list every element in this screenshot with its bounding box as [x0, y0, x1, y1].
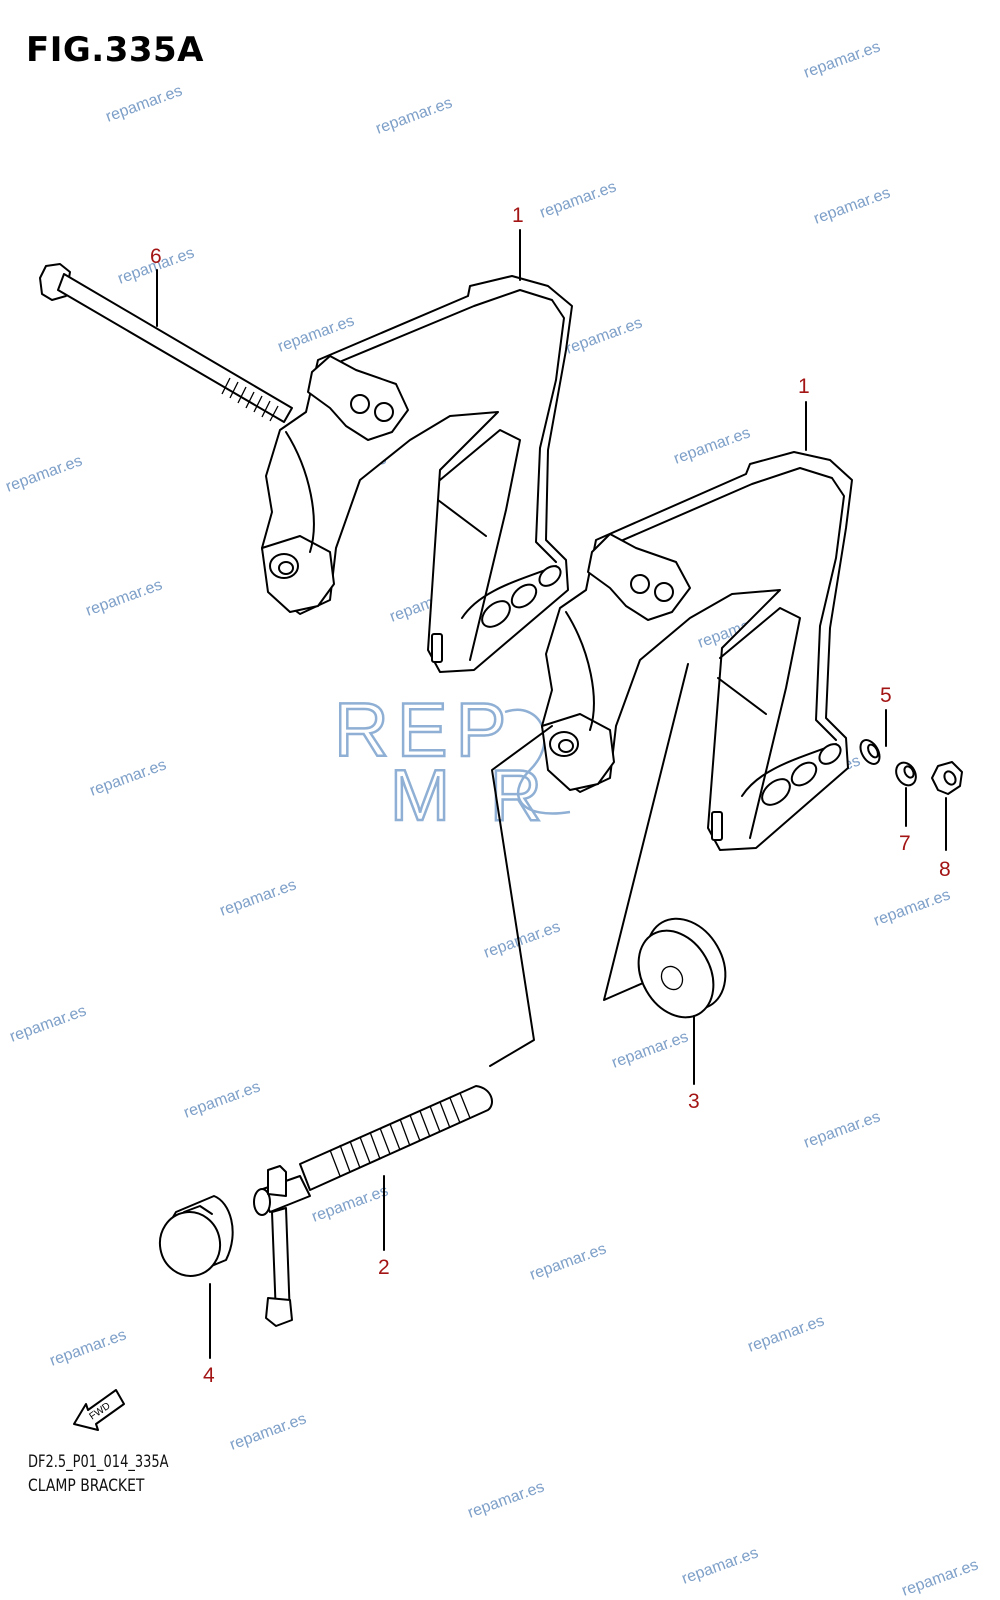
watermark-text: repamar.es	[528, 1240, 609, 1283]
watermark-text: repamar.es	[48, 1326, 129, 1369]
part-1-clamp-bracket-left	[261, 275, 573, 673]
watermark-text: repamar.es	[218, 876, 299, 919]
repamar-logo: REP M R	[333, 687, 571, 837]
part-8-nut	[931, 761, 963, 795]
part-3-pad	[637, 917, 727, 1019]
callout-1-left: 1	[512, 204, 524, 227]
part-5-washer	[859, 739, 881, 765]
callout-1-right: 1	[798, 375, 810, 398]
callout-2: 2	[378, 1256, 390, 1279]
watermark-text: repamar.es	[746, 1312, 827, 1355]
watermark-text: repamar.es	[88, 756, 169, 799]
logo-line-bottom: M R	[390, 756, 552, 836]
watermark-text: repamar.es	[802, 1108, 883, 1151]
figure-title: FIG.335A	[26, 30, 204, 70]
watermark-text: repamar.es	[4, 452, 85, 495]
callout-3: 3	[688, 1090, 700, 1113]
callout-labels: 1 1 2 3 4 5 6 7 8	[150, 204, 951, 1387]
watermark-text: repamar.es	[466, 1478, 547, 1521]
watermark-text: repamar.es	[564, 314, 645, 357]
watermark-text: repamar.es	[228, 1410, 309, 1453]
logo-line-top: REP	[334, 688, 514, 773]
leader-lines	[156, 229, 947, 1359]
watermark-text: repamar.es	[812, 184, 893, 227]
callout-7: 7	[899, 832, 911, 855]
watermark-text: repamar.es	[482, 918, 563, 961]
watermark-text: repamar.es	[680, 1544, 761, 1587]
part-7-washer	[895, 761, 917, 787]
assembly-lines	[489, 663, 689, 1067]
callout-4: 4	[203, 1364, 215, 1387]
part-6-bolt	[39, 263, 293, 423]
watermark-text: repamar.es	[610, 1028, 691, 1071]
watermark-text: repamar.es	[182, 1078, 263, 1121]
watermark-text: repamar.es	[374, 94, 455, 137]
part-1-clamp-bracket-right	[541, 451, 853, 851]
watermark-text: repamar.es	[672, 424, 753, 467]
watermark-text: repamar.es	[802, 38, 883, 81]
watermark-text: repamar.es	[538, 178, 619, 221]
watermark-text: repamar.es	[900, 1556, 981, 1599]
fwd-arrow: FWD	[73, 1389, 125, 1431]
callout-8: 8	[939, 858, 951, 881]
figure-code: DF2.5_P01_014_335A	[28, 1452, 169, 1472]
watermark-text: repamar.es	[104, 82, 185, 125]
watermark-text: repamar.es	[8, 1002, 89, 1045]
watermark-text: repamar.es	[84, 576, 165, 619]
watermark-text: repamar.es	[872, 886, 953, 929]
callout-5: 5	[880, 684, 892, 707]
part-4-cap	[158, 1195, 234, 1277]
watermark-text: repamar.es	[310, 1182, 391, 1225]
callout-6: 6	[150, 245, 162, 268]
part-2-clamp-screw	[253, 1085, 493, 1327]
figure-name: CLAMP BRACKET	[28, 1476, 145, 1496]
